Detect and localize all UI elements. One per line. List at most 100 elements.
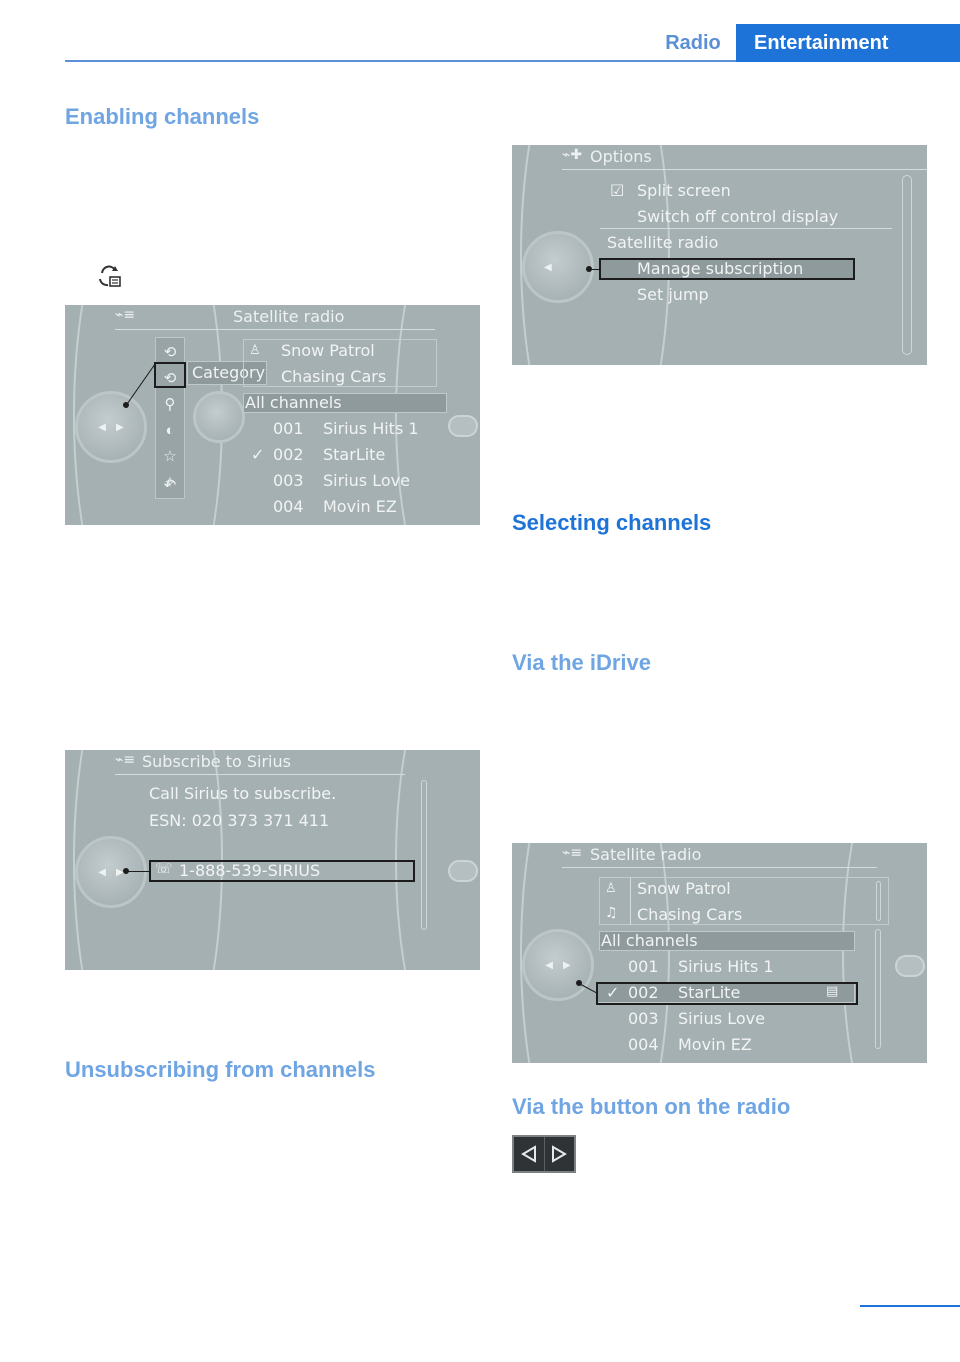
option-button[interactable] bbox=[895, 955, 925, 977]
screen-arc bbox=[520, 145, 670, 365]
scrollbar[interactable] bbox=[902, 175, 912, 355]
menu-manage-subscription[interactable]: Manage subscription bbox=[637, 259, 804, 278]
heading-via-button: Via the button on the radio bbox=[512, 1094, 791, 1119]
sub-knob bbox=[193, 391, 245, 443]
heading-unsubscribing: Unsubscribing from channels bbox=[65, 1057, 376, 1082]
now-playing-box bbox=[599, 877, 889, 925]
satellite-icon: ⌁≡ bbox=[562, 845, 583, 861]
esn-number: ESN: 020 373 371 411 bbox=[149, 811, 330, 830]
song-title: Chasing Cars bbox=[637, 905, 743, 924]
channel-number[interactable]: 004 bbox=[628, 1035, 659, 1054]
artist-name: Snow Patrol bbox=[637, 879, 731, 898]
back-icon[interactable]: ↶ bbox=[163, 477, 177, 494]
phone-highlight-frame bbox=[149, 860, 415, 882]
all-channels-label: All channels bbox=[601, 931, 698, 950]
icon-column: ⟲ ⟲ ⚲ ◐ ☆ ✧ bbox=[155, 337, 185, 499]
seek-back-icon[interactable] bbox=[514, 1137, 544, 1171]
controller-knob[interactable] bbox=[522, 231, 594, 303]
now-playing-box bbox=[243, 339, 437, 387]
scrollbar[interactable] bbox=[875, 929, 881, 1049]
heading-enabling-channels: Enabling channels bbox=[65, 104, 260, 129]
checkmark-icon: ✓ bbox=[606, 983, 620, 1002]
favorite-icon: ▤ bbox=[826, 984, 839, 999]
knob-left-arrow-icon: ◀ bbox=[544, 261, 552, 273]
split-screen-icon: ☑ bbox=[610, 181, 625, 200]
seek-forward-icon[interactable] bbox=[543, 1137, 575, 1171]
title-divider bbox=[115, 329, 435, 330]
heading-selecting-channels: Selecting channels bbox=[512, 510, 712, 535]
checkmark-icon: ✓ bbox=[251, 445, 265, 464]
menu-switch-off-display[interactable]: Switch off control display bbox=[637, 207, 839, 226]
pointer-dot bbox=[576, 980, 582, 986]
title-divider bbox=[562, 169, 927, 170]
selected-channel-frame bbox=[596, 982, 858, 1005]
star-add-icon[interactable]: ✧ bbox=[163, 474, 177, 491]
category-icon[interactable]: ⟲ bbox=[163, 370, 177, 387]
knob-arrows-icon: ◀▶ bbox=[545, 959, 571, 971]
phone-icon: ☏ bbox=[155, 861, 173, 877]
all-channels-label: All channels bbox=[245, 393, 342, 412]
header-rule bbox=[65, 60, 960, 62]
artist-icon: ♙ bbox=[605, 881, 617, 896]
channel-number[interactable]: 003 bbox=[628, 1009, 659, 1028]
category-tooltip bbox=[187, 361, 267, 385]
screen-arc bbox=[842, 843, 927, 1063]
channel-number[interactable]: 002 bbox=[273, 445, 304, 464]
option-button[interactable] bbox=[448, 415, 478, 437]
channel-name[interactable]: Sirius Love bbox=[323, 471, 410, 490]
channel-name[interactable]: Sirius Hits 1 bbox=[323, 419, 419, 438]
screen-title: Options bbox=[590, 147, 652, 166]
music-note-icon: ♫ bbox=[605, 905, 618, 921]
screen-title: Satellite radio bbox=[233, 307, 345, 326]
group-satellite-radio: Satellite radio bbox=[607, 233, 719, 252]
channel-number[interactable]: 001 bbox=[628, 957, 659, 976]
screen-category-menu: ◀▶ ⌁≡ Satellite radio ⟲ ⟲ ⚲ ◐ ☆ ✧ ↶ Cate… bbox=[65, 305, 480, 525]
title-divider bbox=[562, 867, 877, 868]
satellite-icon: ⌁≡ bbox=[115, 307, 136, 323]
radio-seek-button[interactable] bbox=[512, 1135, 576, 1173]
channel-name[interactable]: Sirius Hits 1 bbox=[678, 957, 774, 976]
refresh-icon[interactable]: ⟲ bbox=[163, 344, 177, 361]
channel-number[interactable]: 003 bbox=[273, 471, 304, 490]
screen-title: Subscribe to Sirius bbox=[142, 752, 291, 771]
channel-number[interactable]: 004 bbox=[273, 497, 304, 516]
channel-name[interactable]: StarLite bbox=[678, 983, 741, 1002]
artist-name: Snow Patrol bbox=[281, 341, 375, 360]
channel-name[interactable]: StarLite bbox=[323, 445, 386, 464]
screen-options: ◀ ⌁✚ Options ☑ Split screen Switch off c… bbox=[512, 145, 927, 365]
search-icon[interactable]: ⚲ bbox=[164, 396, 176, 413]
artist-icon: ♙ bbox=[249, 343, 261, 358]
option-button[interactable] bbox=[448, 860, 478, 882]
satellite-icon: ⌁≡ bbox=[115, 752, 136, 768]
subscribe-instruction: Call Sirius to subscribe. bbox=[149, 784, 337, 803]
menu-split-screen[interactable]: Split screen bbox=[637, 181, 731, 200]
screen-arc bbox=[395, 305, 480, 525]
menu-set-jump[interactable]: Set jump bbox=[637, 285, 709, 304]
channel-number[interactable]: 002 bbox=[628, 983, 659, 1002]
header-chapter: Entertainment bbox=[736, 24, 960, 62]
controller-knob[interactable] bbox=[75, 391, 147, 463]
category-highlight-frame bbox=[154, 362, 186, 388]
controller-knob[interactable] bbox=[522, 929, 594, 1001]
channel-name[interactable]: Movin EZ bbox=[678, 1035, 752, 1054]
pointer-line bbox=[126, 871, 150, 872]
channel-name[interactable]: Sirius Love bbox=[678, 1009, 765, 1028]
all-channels-bar[interactable] bbox=[243, 393, 447, 413]
screen-subscribe: ◀▶ ⌁≡ Subscribe to Sirius Call Sirius to… bbox=[65, 750, 480, 970]
screen-title: Satellite radio bbox=[590, 845, 702, 864]
info-scrollbar bbox=[876, 881, 881, 921]
scrollbar[interactable] bbox=[421, 780, 427, 930]
star-icon[interactable]: ☆ bbox=[163, 448, 177, 465]
group-divider bbox=[600, 228, 892, 229]
knob-arrows-icon: ◀▶ bbox=[98, 866, 124, 878]
title-divider bbox=[115, 774, 405, 775]
screen-arc bbox=[520, 843, 670, 1063]
controller-knob[interactable] bbox=[75, 836, 147, 908]
channel-name[interactable]: Movin EZ bbox=[323, 497, 397, 516]
heading-via-idrive: Via the iDrive bbox=[512, 650, 651, 675]
box-divider bbox=[630, 877, 631, 925]
all-channels-bar[interactable] bbox=[599, 931, 855, 951]
channel-number[interactable]: 001 bbox=[273, 419, 304, 438]
compass-icon[interactable]: ◐ bbox=[165, 421, 175, 439]
phone-number[interactable]: 1-888-539-SIRIUS bbox=[179, 861, 321, 880]
